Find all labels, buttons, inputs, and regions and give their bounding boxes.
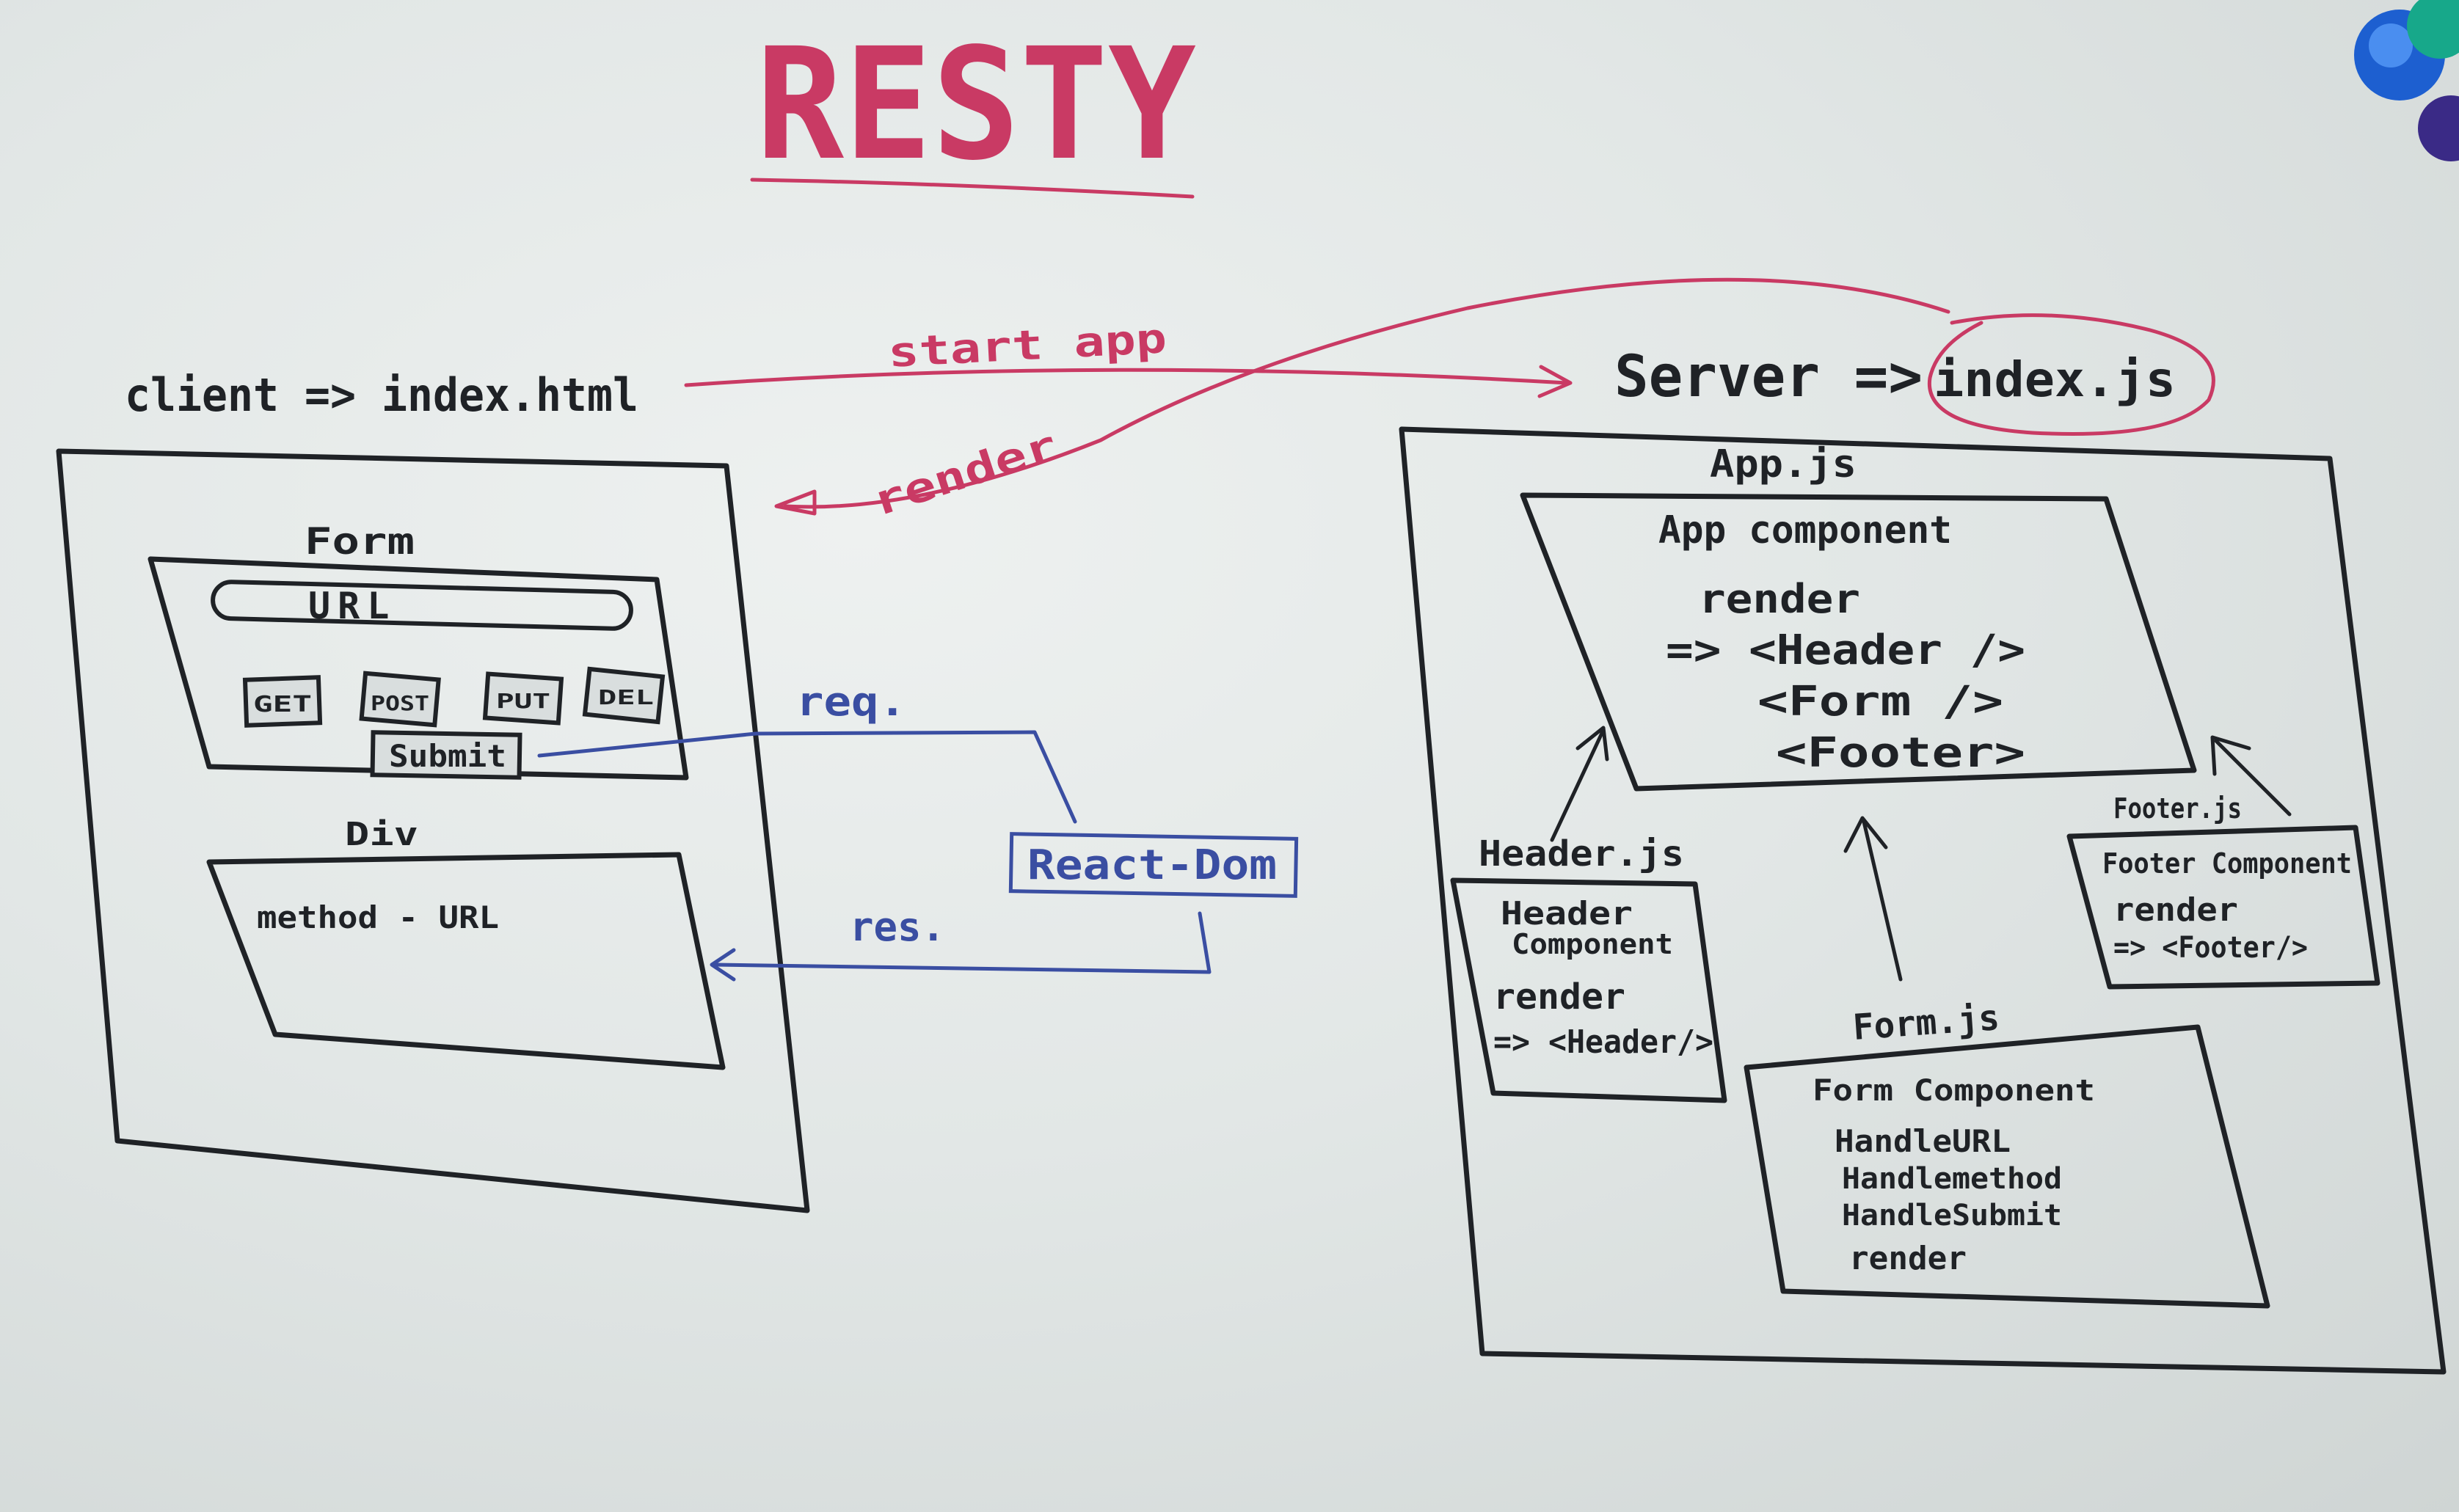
form-box — [147, 556, 689, 781]
start-app-label: start app — [887, 315, 1168, 377]
svg-text:Submit: Submit — [389, 738, 506, 774]
app-component-box — [1520, 492, 2197, 792]
start-app-arrowhead — [1537, 365, 1573, 398]
url-input[interactable] — [211, 580, 633, 631]
res-arrowhead — [710, 948, 736, 982]
form-method-1: HandleURL — [1835, 1123, 2011, 1159]
header-title-line1: Header — [1501, 895, 1633, 932]
res-label: res. — [850, 904, 945, 950]
form-method-2: Handlemethod — [1842, 1162, 2062, 1196]
put-button[interactable]: PUT — [482, 671, 564, 726]
req-line — [537, 730, 1077, 824]
react-dom-box — [1008, 832, 1299, 898]
url-input-label: URL — [308, 585, 396, 627]
footer-js-label: Footer.js — [2113, 792, 2242, 825]
footer-to-app-arrowhead — [2210, 735, 2251, 776]
app-child-form: <Form /> — [1757, 678, 2003, 726]
header-title-line2: Component — [1512, 928, 1673, 960]
server-page — [1399, 426, 2447, 1375]
app-js-label: App.js — [1710, 442, 1857, 486]
header-output: => <Header/> — [1493, 1023, 1713, 1061]
app-child-footer: <Footer> — [1776, 729, 2025, 777]
form-to-app-arrowhead — [1843, 816, 1888, 853]
form-label: Form — [305, 520, 415, 563]
render-label: render — [867, 422, 1063, 526]
submit-button[interactable]: Submit — [370, 730, 522, 780]
render-arrow — [783, 277, 1950, 509]
app-render: render — [1699, 576, 1860, 622]
form-js-label: Form.js — [1851, 997, 2000, 1048]
start-app-arrow — [684, 368, 1569, 387]
div-content: method - URL — [257, 899, 499, 935]
svg-text:POST: POST — [371, 691, 429, 715]
header-to-app-arrow — [1550, 728, 1606, 842]
del-button[interactable]: DEL — [582, 666, 666, 725]
req-label: req. — [796, 679, 906, 725]
render-arrowhead — [774, 489, 817, 516]
react-dom-label: React-Dom — [1027, 841, 1277, 889]
svg-text:DEL: DEL — [598, 685, 654, 709]
app-child-header: => <Header /> — [1666, 627, 2025, 674]
svg-text:PUT: PUT — [496, 689, 550, 713]
div-box — [206, 852, 726, 1070]
header-render: render — [1493, 976, 1625, 1018]
index-js-label: index.js — [1934, 351, 2176, 408]
title-underline — [750, 178, 1195, 199]
header-js-label: Header.js — [1479, 833, 1684, 874]
footer-to-app-arrow — [2214, 739, 2292, 817]
svg-text:GET: GET — [253, 692, 312, 717]
index-js-circle — [1927, 313, 2215, 437]
server-label: Server => — [1614, 344, 1923, 410]
form-method-3: HandleSubmit — [1842, 1199, 2062, 1232]
get-button[interactable]: GET — [242, 675, 323, 728]
footer-render: render — [2113, 891, 2238, 929]
form-component-title: Form Component — [1813, 1074, 2095, 1108]
magnet-purple-icon — [2418, 95, 2459, 161]
footer-output: => <Footer/> — [2113, 931, 2308, 965]
header-to-app-arrowhead — [1575, 726, 1609, 762]
form-component-box — [1744, 1024, 2270, 1309]
footer-component-box — [2066, 825, 2380, 990]
app-component-title: App component — [1658, 508, 1952, 552]
client-label: client => index.html — [125, 368, 638, 422]
footer-title: Footer Component — [2102, 847, 2352, 880]
form-to-app-arrow — [1862, 819, 1903, 982]
form-method-4: render — [1849, 1240, 1967, 1277]
magnet-blue-icon — [2354, 0, 2459, 101]
title: RESTY — [756, 15, 1196, 194]
post-button[interactable]: POST — [359, 671, 441, 728]
client-page — [56, 448, 810, 1213]
header-component-box — [1450, 877, 1727, 1103]
div-label: Div — [345, 816, 418, 853]
res-line — [713, 911, 1212, 974]
